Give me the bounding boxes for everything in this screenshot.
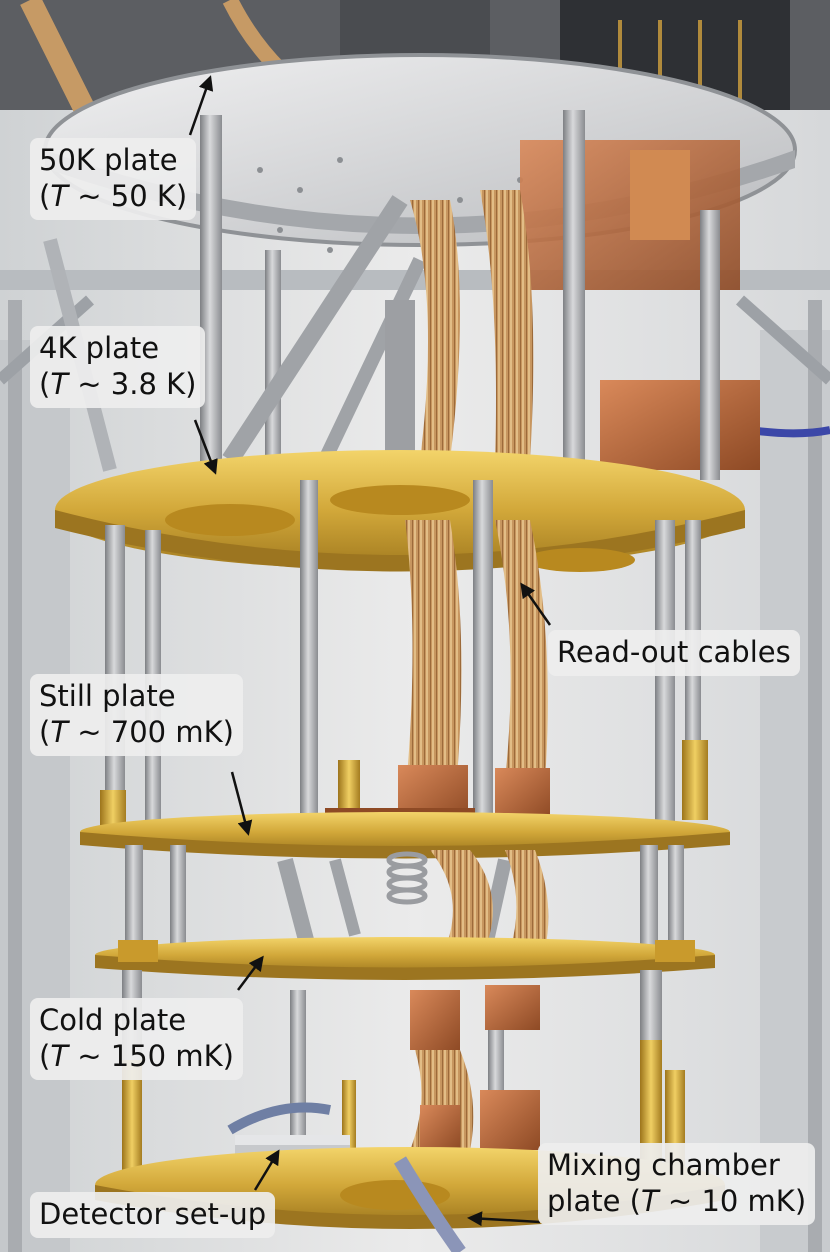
- label-still-plate: Still plate (T ~ 700 mK): [30, 674, 243, 756]
- label-4k-plate: 4K plate (T ~ 3.8 K): [30, 326, 206, 408]
- label-readout-cables: Read-out cables: [548, 630, 800, 676]
- label-50k-plate: 50K plate (T ~ 50 K): [30, 138, 197, 220]
- label-mixing-chamber-plate: Mixing chamber plate (T ~ 10 mK): [538, 1143, 816, 1225]
- label-cold-plate: Cold plate (T ~ 150 mK): [30, 998, 243, 1080]
- label-detector-setup: Detector set-up: [30, 1192, 276, 1238]
